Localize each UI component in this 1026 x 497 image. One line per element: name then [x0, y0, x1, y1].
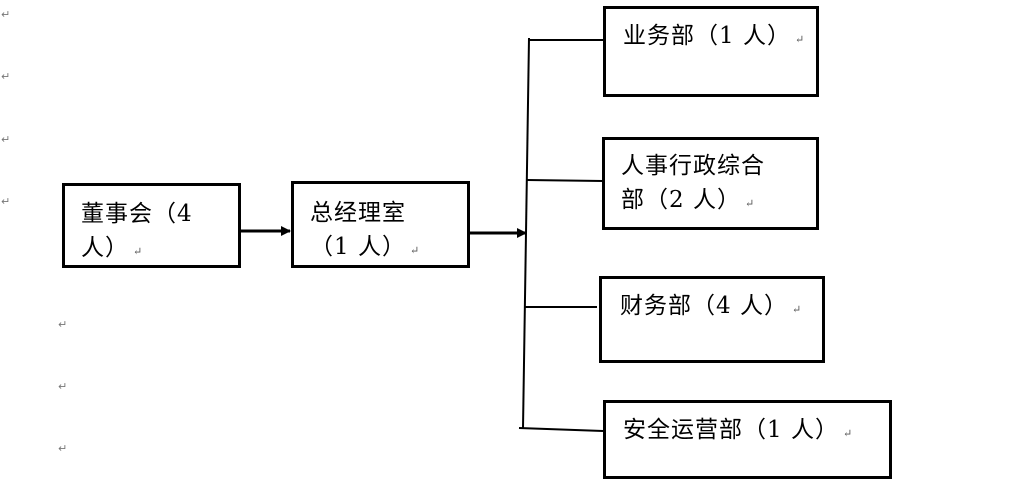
paragraph-mark-icon: ↵	[409, 244, 420, 257]
gm-office-label-line2-text: （1 人）	[310, 234, 406, 260]
gm-office-label-line1: 总经理室	[310, 200, 406, 226]
branch-line-hr-admin	[526, 179, 604, 182]
board-node: 董事会（4 人） ↵	[62, 183, 241, 268]
safety-ops-dept-label-line1: 安全运营部（1 人）↵	[623, 413, 852, 451]
paragraph-mark-icon: ↵	[744, 197, 755, 210]
business-dept-label-text: 业务部（1 人）	[623, 23, 791, 49]
paragraph-mark-icon: ↵	[133, 245, 143, 258]
paragraph-mark-icon: ↵	[58, 442, 68, 455]
paragraph-mark-icon: ↵	[794, 33, 805, 46]
hr-admin-dept-label-line1: 人事行政综合	[621, 153, 765, 179]
paragraph-mark-icon: ↵	[1, 133, 11, 146]
finance-dept-label: 财务部（4 人）↵	[620, 289, 801, 327]
vertical-trunk-line	[522, 37, 530, 429]
safety-ops-dept-node: 安全运营部（1 人）↵	[603, 400, 892, 479]
finance-dept-node: 财务部（4 人）↵	[599, 276, 825, 363]
paragraph-mark-icon: ↵	[58, 380, 68, 393]
business-dept-label-line1: 业务部（1 人）↵	[623, 19, 804, 57]
gm-office-label-line2: （1 人）↵	[310, 230, 419, 268]
finance-dept-label-text: 财务部（4 人）	[620, 293, 788, 319]
hr-admin-dept-node: 人事行政综合 部（2 人）↵	[602, 137, 819, 230]
paragraph-mark-icon: ↵	[1, 70, 11, 83]
board-label-line1: 董事会（4	[81, 201, 193, 227]
gm-office-label: 总经理室 （1 人）↵	[310, 196, 419, 268]
gm-office-node: 总经理室 （1 人）↵	[291, 181, 470, 268]
safety-ops-dept-label: 安全运营部（1 人）↵	[623, 413, 852, 451]
safety-ops-dept-label-text: 安全运营部（1 人）	[623, 417, 839, 443]
finance-dept-label-line1: 财务部（4 人）↵	[620, 289, 801, 327]
paragraph-mark-icon: ↵	[1, 8, 11, 21]
board-label-line2: 人） ↵	[81, 231, 193, 269]
paragraph-mark-icon: ↵	[791, 303, 802, 316]
hr-admin-dept-label: 人事行政综合 部（2 人）↵	[621, 149, 765, 221]
hr-admin-dept-label-line2-text: 部（2 人）	[621, 187, 741, 213]
business-dept-label: 业务部（1 人）↵	[623, 19, 804, 57]
branch-line-safety-ops	[518, 427, 604, 432]
paragraph-mark-icon: ↵	[842, 427, 853, 440]
paragraph-mark-icon: ↵	[58, 318, 68, 331]
paragraph-mark-icon: ↵	[1, 195, 11, 208]
business-dept-node: 业务部（1 人）↵	[603, 6, 819, 97]
board-label: 董事会（4 人） ↵	[81, 197, 193, 269]
board-label-line2-text: 人）	[81, 235, 129, 261]
hr-admin-dept-label-line2: 部（2 人）↵	[621, 183, 765, 221]
